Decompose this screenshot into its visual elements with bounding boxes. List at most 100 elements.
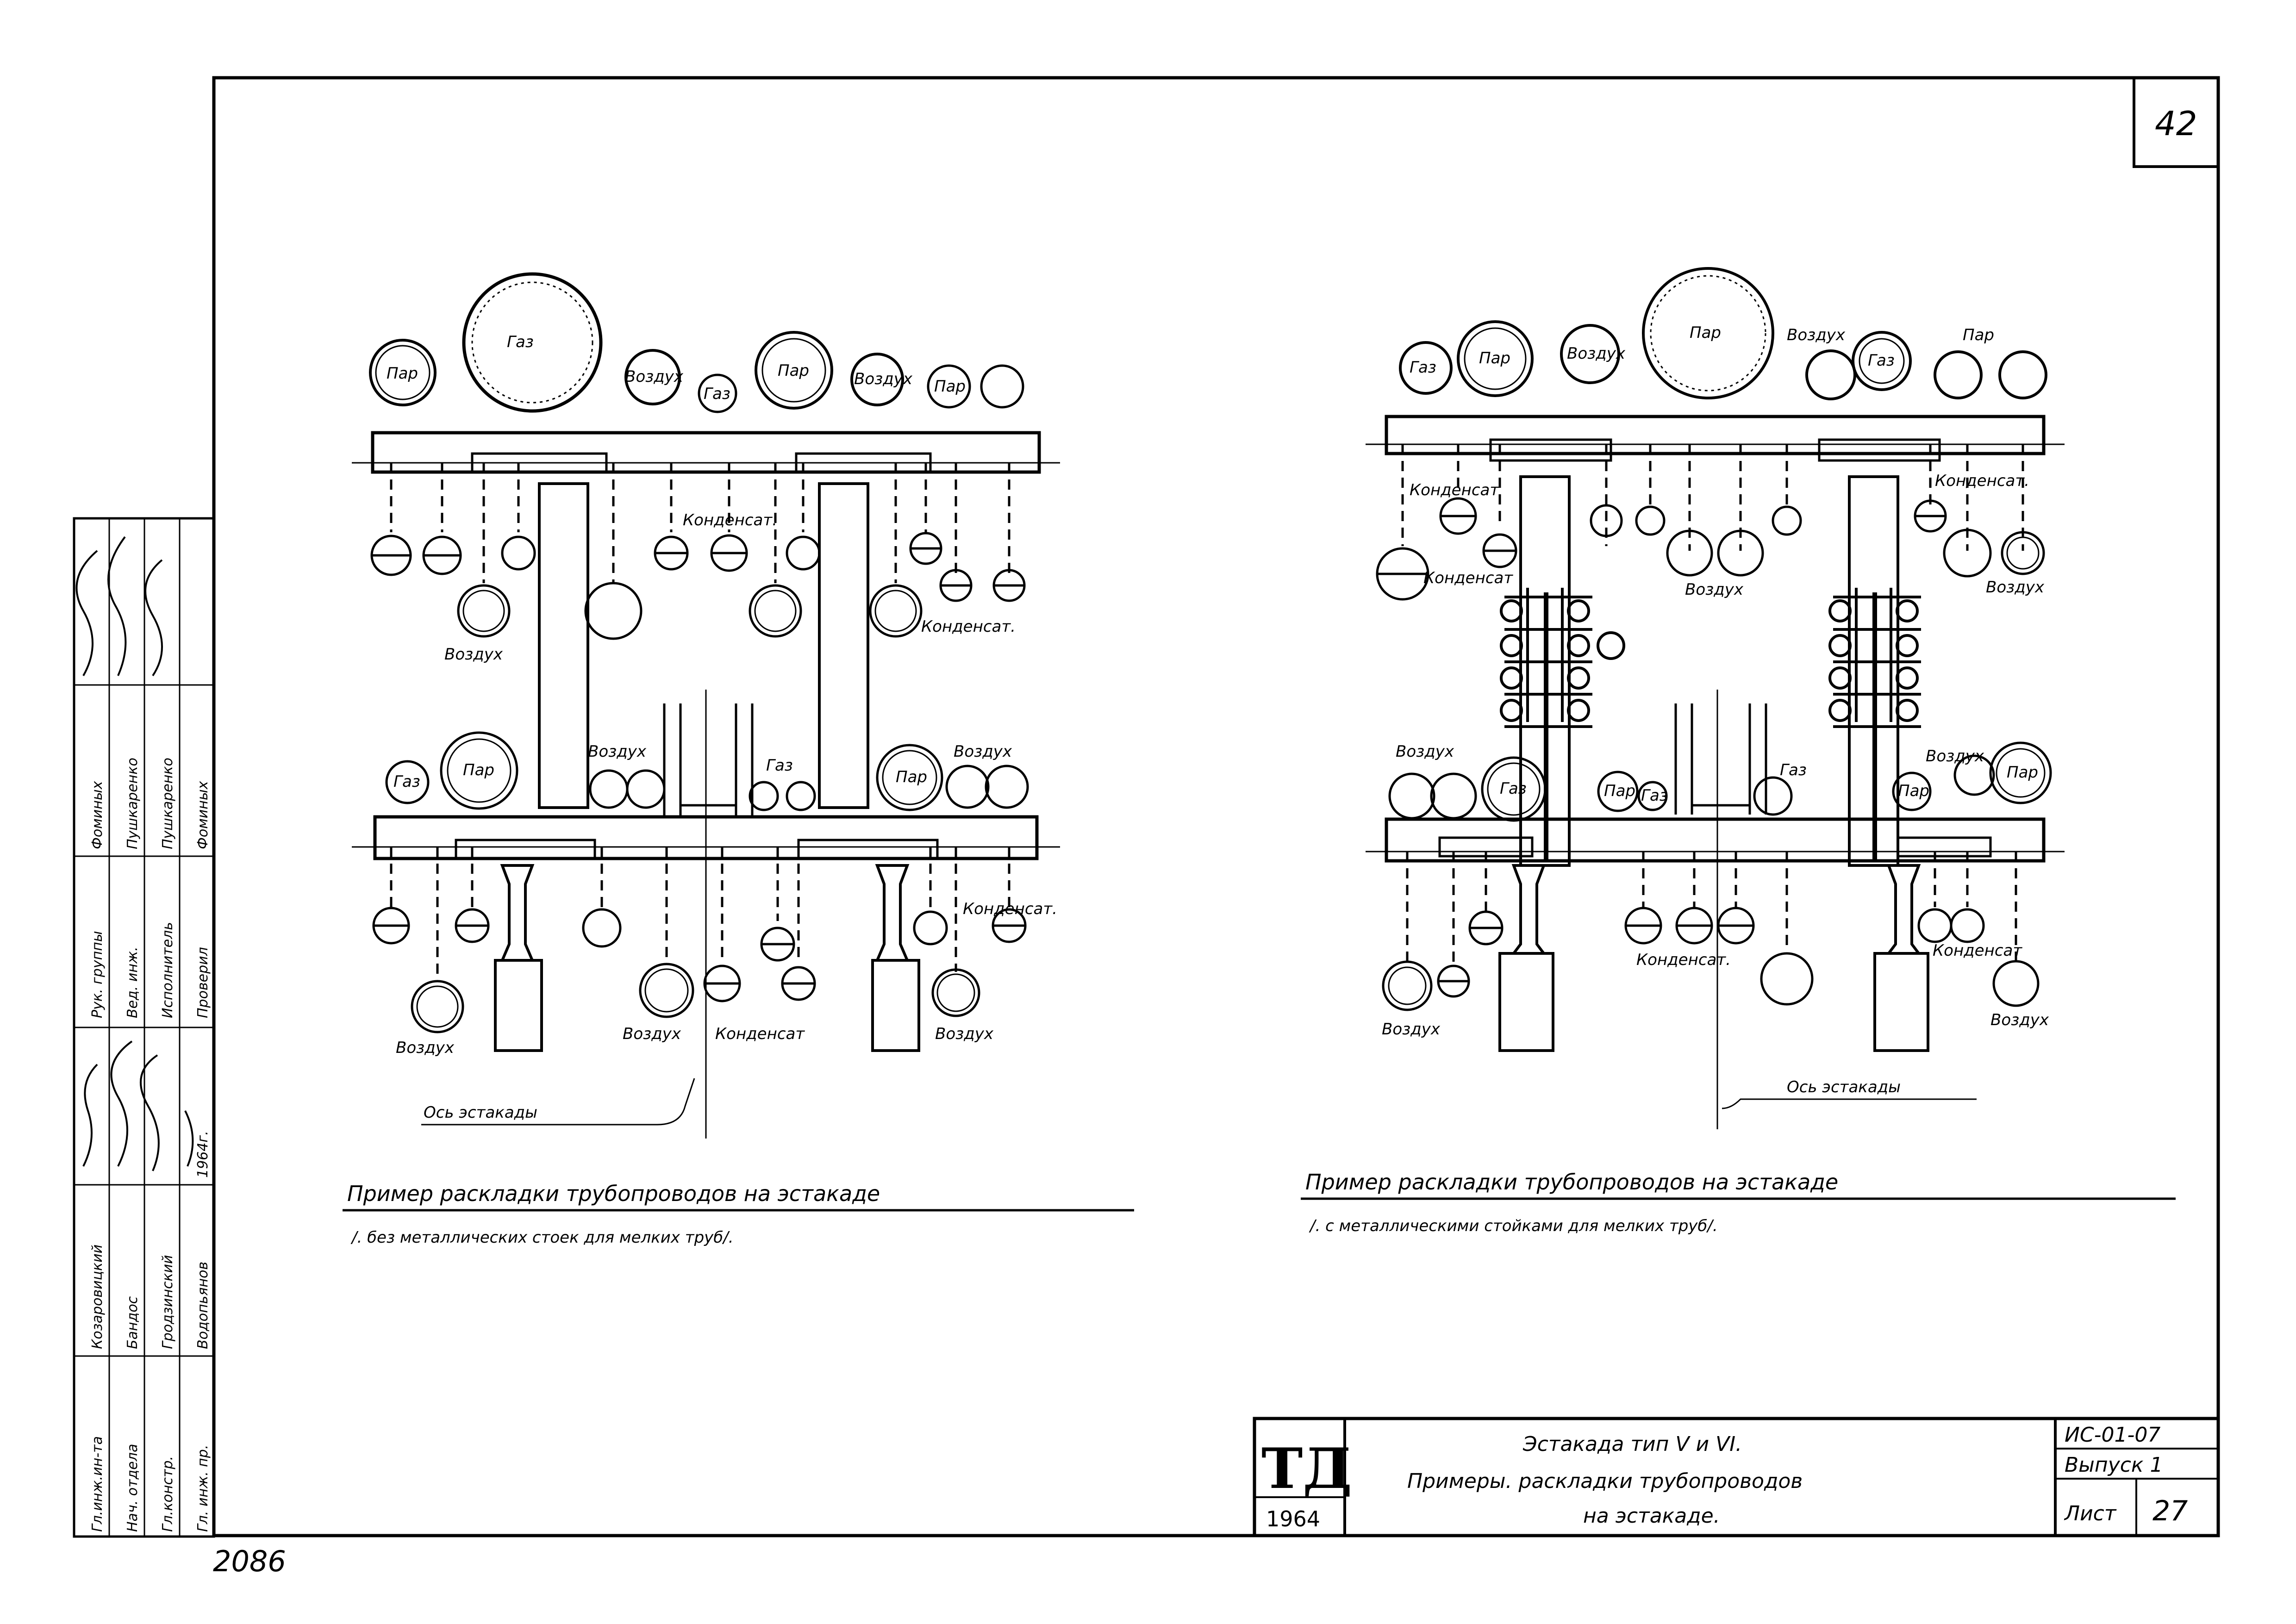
label-top-gas-2: Газ — [704, 385, 730, 403]
top-hangers — [390, 463, 1011, 583]
pipe-gas-small — [698, 373, 737, 413]
sheet-number: 42 — [2155, 104, 2197, 143]
mid-pipes — [385, 703, 1029, 817]
r-label-bh-condensate: Конденсат. — [1636, 951, 1731, 969]
label-bh-condensate-2: Конденсат. — [963, 900, 1057, 918]
label-th-condensate: Конденсат. — [683, 511, 777, 529]
right-diagram: Газ Пар Воздух Пар Воздух Газ Пар — [1301, 267, 2176, 1235]
sheet-frame — [212, 76, 2220, 1537]
pipe-steam — [369, 339, 437, 406]
label-bh-air-2: Воздух — [623, 1025, 681, 1043]
label-r-top-gas: Газ — [1410, 358, 1436, 377]
signature-scribbles — [75, 536, 194, 1171]
stamp-role-6: Вед. инж. — [125, 946, 141, 1018]
lower-plate-right — [797, 839, 939, 860]
stamp-role-1: Гл.инж.ин-та — [89, 1436, 106, 1532]
r-label-bh-condensate-2: Конденсат — [1933, 941, 2022, 960]
label-r-mid-gas-2: Газ — [1780, 761, 1807, 779]
left-diagram: Пар Газ Воздух Газ Пар Воздух Пар — [343, 272, 1134, 1247]
pipe-air — [624, 349, 681, 405]
label-mid-air: Воздух — [588, 742, 647, 761]
pipe-air-2 — [850, 353, 904, 406]
stamp-role-3: Гл.констр. — [160, 1456, 176, 1532]
stamp-role-7: Исполнитель — [160, 922, 176, 1018]
stamp-name-2: Бандос — [125, 1296, 141, 1349]
side-stamp: Гл.инж.ин-та Нач. отдела Гл.констр. Гл. … — [73, 517, 215, 1538]
pipe-gas-large — [462, 272, 603, 413]
label-r-mid-air: Воздух — [1396, 742, 1454, 761]
label-top-air: Воздух — [625, 367, 684, 386]
stamp-role-4: Гл. инж. пр. — [195, 1445, 211, 1532]
td-logo: ТД — [1261, 1436, 1352, 1501]
label-r-mid-steam-3: Пар — [2007, 763, 2038, 782]
label-r-mid-air-2: Воздух — [1926, 747, 1984, 765]
sheet-number-box: 42 — [2133, 76, 2220, 168]
bottom-hangers — [390, 847, 1011, 981]
r-label-bh-air: Воздух — [1382, 1020, 1441, 1039]
label-top-steam-2: Пар — [778, 361, 809, 380]
label-bh-air-3: Воздух — [935, 1025, 994, 1043]
label-r-mid-gas: Газ — [1500, 779, 1527, 798]
pipe-plain — [980, 364, 1024, 409]
top-hanging-pipes — [370, 532, 1026, 640]
td-year: 1964 — [1266, 1506, 1320, 1531]
r-mid-pipes — [1388, 703, 2052, 822]
label-r-top-air: Воздух — [1567, 344, 1626, 363]
r-label-axis: Ось эстакады — [1787, 1078, 1901, 1096]
r-upper-plate-right — [1818, 438, 1941, 462]
title-line-2: Примеры. раскладки трубопроводов — [1407, 1469, 1803, 1493]
issue: Выпуск 1 — [2065, 1453, 2163, 1477]
label-r-mid-steam-2: Пар — [1898, 782, 1929, 800]
label-mid-steam-2: Пар — [896, 768, 927, 786]
corner-note: 2086 — [213, 1544, 286, 1578]
stamp-role-8: Проверил — [195, 947, 211, 1018]
bottom-hanging-pipes — [372, 907, 1027, 1033]
right-subcaption: /. с металлическими стойками для мелких … — [1309, 1217, 1718, 1235]
column-right — [818, 482, 869, 809]
r-bottom-hanging-pipes — [1382, 907, 2040, 1011]
stamp-date: 1964г. — [195, 1131, 211, 1178]
pipe-steam-2-inner — [761, 338, 826, 403]
label-top-gas: Газ — [507, 333, 534, 351]
title-line-3: на эстакаде. — [1583, 1504, 1720, 1528]
label-mid-air-2: Воздух — [954, 742, 1012, 761]
label-r-th-air: Воздух — [1685, 580, 1744, 599]
lower-plate-left — [455, 839, 596, 860]
label-mid-gas: Газ — [393, 772, 420, 791]
stamp-role-5: Рук. группы — [89, 931, 106, 1018]
label-mid-gas-2: Газ — [766, 756, 793, 775]
column-left — [538, 482, 589, 809]
label-r-top-air-2: Воздух — [1787, 326, 1846, 344]
stamp-name-1: Козаровицкий — [89, 1244, 106, 1349]
pipe-steam-3 — [927, 364, 971, 409]
r-lower-supports — [1498, 864, 1929, 1052]
r-lower-crossbeam — [1385, 817, 2046, 863]
label-r-th-condensate-2: Конденсат — [1423, 569, 1513, 587]
stamp-name-3: Гродзинский — [160, 1255, 176, 1349]
label-bh-air: Воздух — [396, 1039, 455, 1057]
right-top-pipes — [1399, 267, 2047, 400]
title-line-1: Эстакада тип V и VI. — [1522, 1432, 1742, 1456]
pipe-steam-inner — [375, 345, 430, 400]
stamp-role-2: Нач. отдела — [125, 1444, 141, 1532]
sheet-no: 27 — [2152, 1495, 2188, 1527]
label-r-top-steam-big: Пар — [1690, 324, 1721, 342]
upper-crossbeam — [371, 431, 1041, 474]
label-r-th-air-2: Воздух — [1986, 578, 2045, 597]
r-columns — [1500, 475, 1921, 867]
stamp-name-8: Фоминых — [195, 781, 211, 849]
label-r-top-steam-2: Пар — [1963, 326, 1994, 344]
stamp-name-7: Пушкаренко — [160, 758, 176, 849]
stamp-name-4: Водопьянов — [195, 1262, 211, 1349]
r-label-bh-air-2: Воздух — [1990, 1011, 2049, 1029]
r-top-hangers — [1401, 444, 2024, 551]
stamp-name-6: Пушкаренко — [125, 758, 141, 849]
r-top-hanging-pipes — [1376, 497, 2045, 601]
left-caption: Пример раскладки трубопроводов на эстака… — [347, 1181, 880, 1206]
pipe-gas-large-inner — [471, 281, 593, 404]
doc-code: ИС-01-07 — [2065, 1423, 2160, 1447]
r-upper-plate-left — [1489, 438, 1612, 462]
label-th-air: Воздух — [444, 645, 503, 664]
r-axis-leader — [1722, 1098, 1977, 1109]
axis-leader — [421, 1078, 695, 1126]
